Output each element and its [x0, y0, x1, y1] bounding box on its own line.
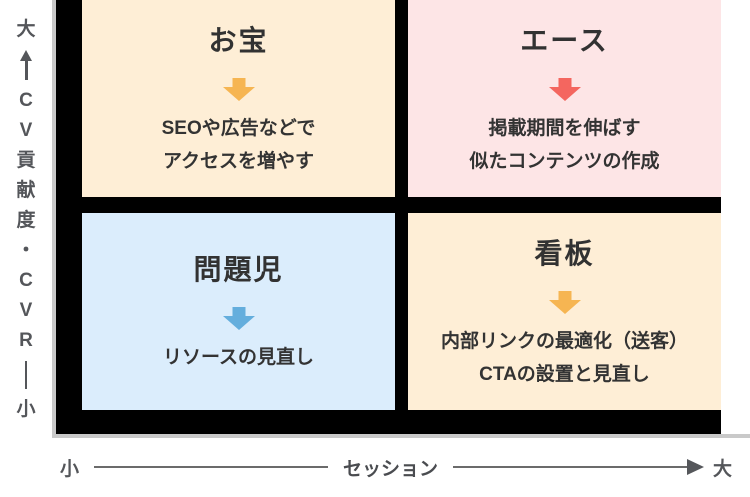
y-axis-max-label: 大: [16, 18, 36, 40]
quadrant-title: 問題児: [193, 254, 284, 286]
quadrant-body-line: リソースの見直し: [162, 347, 315, 369]
x-axis-line: [52, 434, 750, 438]
x-axis-max-label: 大: [713, 458, 733, 480]
quadrant-body: 内部リンクの最適化（送客） CTAの設置と見直し: [441, 326, 688, 391]
y-axis-title-char: 度: [16, 209, 36, 231]
quadrant-problem-child: 問題児 リソースの見直し: [82, 213, 395, 410]
quadrant-body: リソースの見直し: [163, 342, 314, 375]
down-arrow-icon: [548, 290, 581, 314]
y-axis-label: 大 C V 貢 献 度 ・ C V R 小: [0, 0, 52, 438]
quadrant-title: エース: [520, 24, 609, 56]
quadrant-body-line: 掲載期間を伸ばす: [488, 117, 641, 139]
y-axis-title-char: 献: [16, 179, 36, 201]
down-arrow-icon: [222, 307, 255, 331]
quadrant-title: 看板: [534, 237, 595, 269]
y-axis-title-char: ・: [16, 239, 36, 261]
quadrant-body-line: SEOや広告などで: [161, 117, 316, 139]
down-arrow-icon: [548, 77, 581, 101]
y-axis-title-char: C: [19, 89, 33, 111]
y-axis-title-char: 貢: [16, 149, 36, 171]
axis-rule-line: [94, 466, 328, 468]
y-axis-title-char: R: [19, 329, 33, 351]
quadrant-body: 掲載期間を伸ばす 似たコンテンツの作成: [469, 113, 659, 178]
quadrant-title: お宝: [208, 24, 269, 56]
x-axis-min-label: 小: [60, 458, 80, 480]
axis-dash-segment: [25, 360, 27, 389]
quadrant-treasure: お宝 SEOや広告などで アクセスを増やす: [82, 0, 395, 197]
right-arrow-icon: [453, 459, 704, 475]
quadrant-body-line: CTAの設置と見直し: [479, 363, 650, 385]
quadrant-body-line: 似たコンテンツの作成: [469, 150, 660, 172]
quadrant-signboard: 看板 内部リンクの最適化（送客） CTAの設置と見直し: [408, 213, 721, 410]
quadrant-body-line: アクセスを増やす: [162, 150, 315, 172]
quadrant-body: SEOや広告などで アクセスを増やす: [162, 113, 316, 178]
x-axis-label: 小 セッション 大: [60, 453, 732, 481]
down-arrow-icon: [222, 77, 255, 101]
x-axis-title: セッション: [343, 458, 439, 480]
y-axis-line: [52, 0, 56, 438]
y-axis-min-label: 小: [16, 398, 36, 420]
quadrant-ace: エース 掲載期間を伸ばす 似たコンテンツの作成: [408, 0, 721, 197]
y-axis-title-char: V: [19, 119, 33, 141]
up-arrow-icon: [19, 49, 33, 80]
y-axis-title-char: V: [19, 299, 33, 321]
y-axis-title-char: C: [19, 269, 33, 291]
quadrant-body-line: 内部リンクの最適化（送客）: [440, 330, 688, 352]
